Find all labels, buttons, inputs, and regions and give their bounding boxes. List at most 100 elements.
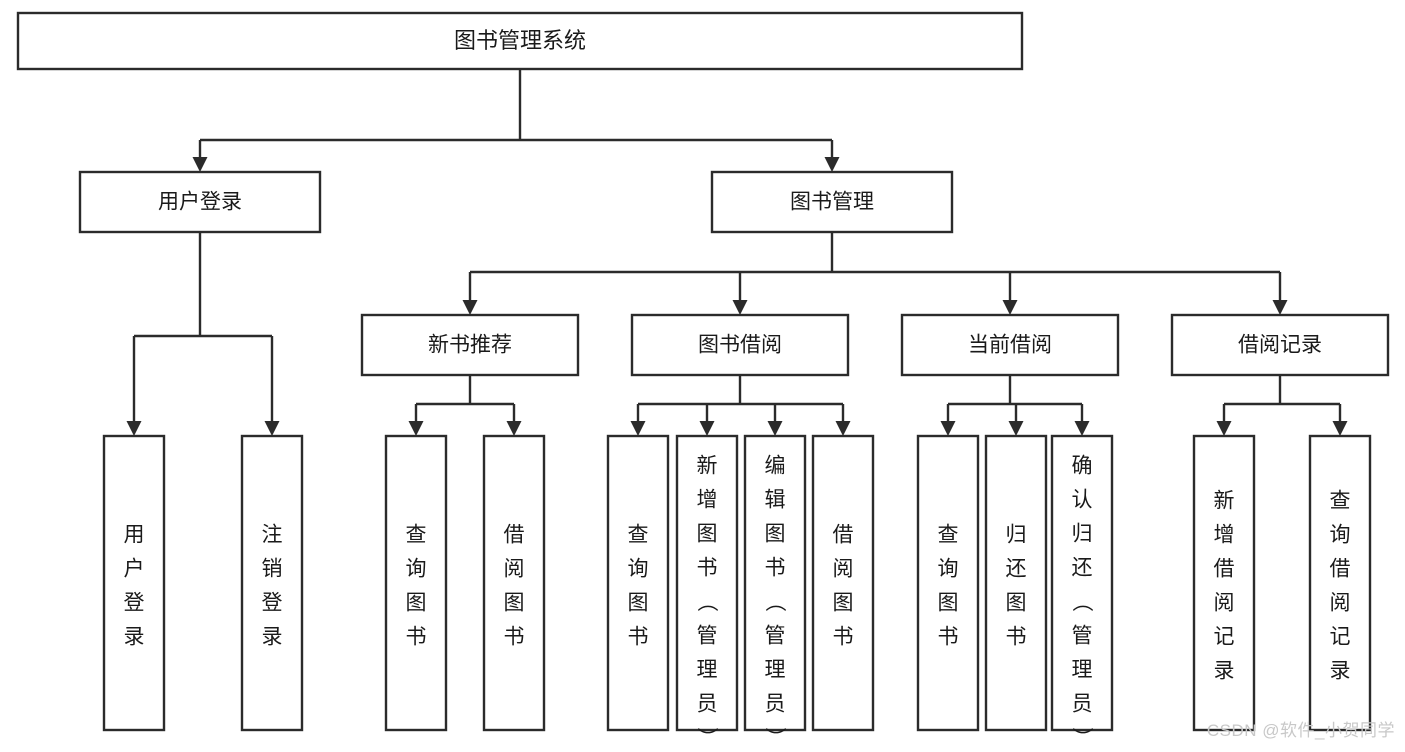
leaf-glyph: 阅 bbox=[1214, 592, 1235, 615]
leaf-glyph: 询 bbox=[1330, 524, 1351, 547]
node-用户登录-0[interactable]: 用户登录 bbox=[78, 170, 322, 234]
leaf-label-用户登录: 用户登录 bbox=[124, 524, 145, 649]
leaf-glyph: 图 bbox=[833, 592, 854, 615]
leaf-glyph: 书 bbox=[938, 626, 959, 649]
leaf-glyph: 图 bbox=[406, 592, 427, 615]
leaf-glyph: 录 bbox=[1330, 660, 1351, 683]
leaf-glyph: 管 bbox=[765, 625, 786, 648]
connector-借阅记录-to-新增借阅记录-11-arrowhead bbox=[1216, 421, 1232, 436]
node-当前借阅-4[interactable]: 当前借阅 bbox=[900, 313, 1120, 377]
node-借阅记录-5-rect bbox=[1170, 313, 1390, 377]
leaf-glyph: 记 bbox=[1214, 626, 1235, 649]
leaf-glyph: 书 bbox=[1006, 626, 1027, 649]
node-label-借阅记录: 借阅记录 bbox=[1238, 334, 1322, 357]
leaf-glyph: 记 bbox=[1330, 626, 1351, 649]
leaf-glyph: 图 bbox=[628, 592, 649, 615]
connector-新书推荐-to-查询图书-2-arrowhead bbox=[408, 421, 424, 436]
leaf-glyph: 增 bbox=[697, 489, 718, 512]
leaf-glyph: 书 bbox=[833, 626, 854, 649]
leaf-glyph: 登 bbox=[262, 592, 283, 615]
connector-图书管理-to-新书推荐-0-arrowhead bbox=[462, 300, 478, 315]
connector-root-to-图书管理-1-arrowhead bbox=[824, 157, 840, 172]
connector-图书借阅-to-编辑图书管理员-6-arrowhead bbox=[767, 421, 783, 436]
leaf-glyph: 登 bbox=[124, 592, 145, 615]
node-leaf-归还图书-9-rect bbox=[984, 434, 1048, 732]
node-label-当前借阅: 当前借阅 bbox=[968, 334, 1052, 357]
leaf-glyph: （ bbox=[763, 591, 786, 612]
leaf-glyph: 书 bbox=[765, 557, 786, 580]
node-label-用户登录: 用户登录 bbox=[158, 191, 242, 214]
leaf-glyph: 新 bbox=[1214, 490, 1235, 513]
leaf-glyph: 还 bbox=[1006, 558, 1027, 581]
node-leaf-新增图书管理员-5-rect bbox=[675, 434, 739, 732]
leaf-glyph: 增 bbox=[1214, 524, 1235, 547]
leaf-glyph: 认 bbox=[1072, 489, 1093, 512]
node-用户登录-0-rect bbox=[78, 170, 322, 234]
node-root-图书管理系统-rect bbox=[16, 11, 1024, 71]
leaf-glyph: ） bbox=[763, 727, 786, 747]
leaf-glyph: 查 bbox=[406, 524, 427, 547]
leaf-glyph: 阅 bbox=[504, 558, 525, 581]
leaf-glyph: 还 bbox=[1072, 557, 1093, 580]
node-leaf-新增借阅记录-11-rect bbox=[1192, 434, 1256, 732]
node-当前借阅-4-rect bbox=[900, 313, 1120, 377]
leaf-glyph: 理 bbox=[697, 659, 718, 682]
node-leaf-确认归还管理员-10-rect bbox=[1050, 434, 1114, 732]
connector-新书推荐-to-借阅图书-3-arrowhead bbox=[506, 421, 522, 436]
node-leaf-用户登录-0[interactable]: 用户登录 bbox=[102, 434, 166, 732]
connector-图书管理-to-借阅记录-3-arrowhead bbox=[1272, 300, 1288, 315]
leaf-glyph: （ bbox=[695, 591, 718, 612]
node-label-图书借阅: 图书借阅 bbox=[698, 334, 782, 357]
leaf-glyph: 录 bbox=[124, 626, 145, 649]
leaf-glyph: 录 bbox=[262, 626, 283, 649]
node-label-图书管理: 图书管理 bbox=[790, 191, 874, 214]
node-借阅记录-5[interactable]: 借阅记录 bbox=[1170, 313, 1390, 377]
leaf-glyph: 理 bbox=[1072, 659, 1093, 682]
leaf-glyph: 管 bbox=[697, 625, 718, 648]
node-leaf-借阅图书-7-rect bbox=[811, 434, 875, 732]
connectors-layer bbox=[126, 69, 1348, 436]
node-新书推荐-2[interactable]: 新书推荐 bbox=[360, 313, 580, 377]
node-leaf-查询借阅记录-12-rect bbox=[1308, 434, 1372, 732]
node-图书借阅-3[interactable]: 图书借阅 bbox=[630, 313, 850, 377]
leaf-glyph: 阅 bbox=[1330, 592, 1351, 615]
connector-用户登录-to-注销登录-1-arrowhead bbox=[264, 421, 280, 436]
leaf-glyph: 用 bbox=[124, 524, 145, 547]
leaf-glyph: ） bbox=[1070, 727, 1093, 747]
connector-用户登录-to-用户登录-0-arrowhead bbox=[126, 421, 142, 436]
leaf-glyph: 询 bbox=[628, 558, 649, 581]
leaf-glyph: 询 bbox=[406, 558, 427, 581]
connector-当前借阅-to-归还图书-9-arrowhead bbox=[1008, 421, 1024, 436]
leaf-glyph: 书 bbox=[628, 626, 649, 649]
leaf-glyph: 阅 bbox=[833, 558, 854, 581]
leaf-glyph: 借 bbox=[1330, 558, 1351, 581]
leaf-glyph: 借 bbox=[504, 524, 525, 547]
node-root-图书管理系统[interactable]: 图书管理系统 bbox=[16, 11, 1024, 71]
leaf-glyph: 图 bbox=[938, 592, 959, 615]
node-label-新书推荐: 新书推荐 bbox=[428, 334, 512, 357]
node-图书管理-1[interactable]: 图书管理 bbox=[710, 170, 954, 234]
leaf-glyph: 户 bbox=[124, 558, 145, 581]
node-label-图书管理系统: 图书管理系统 bbox=[454, 28, 586, 53]
node-leaf-注销登录-1-rect bbox=[240, 434, 304, 732]
